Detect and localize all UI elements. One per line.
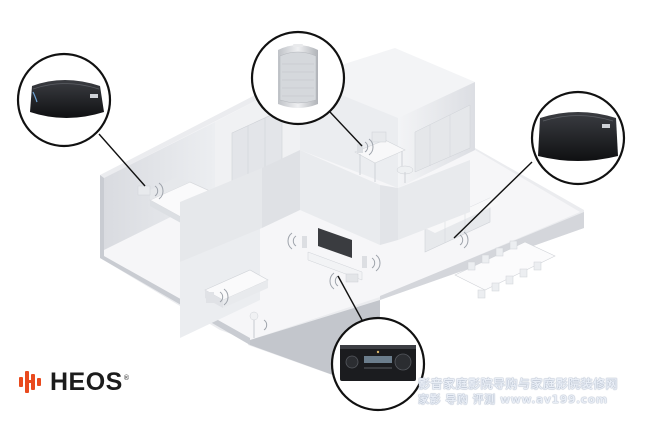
kitchen-dining [424, 197, 556, 299]
callout-heos-5[interactable] [530, 90, 626, 186]
speaker-wide-icon [30, 80, 104, 118]
callout-lines [98, 111, 533, 321]
watermark-line-1: 影音家庭影院导购与家庭影院装修网 [418, 377, 619, 391]
heos-logo-icon [19, 371, 41, 393]
heos-logo: HEOS® [18, 367, 130, 397]
heos-logo-text: HEOS® [50, 367, 130, 396]
receiver-icon [340, 345, 416, 381]
site-watermark: 影音家庭影院导购与家庭影院装修网 家影 导购 评测 www.av199.com [418, 376, 646, 408]
callout-av-receiver[interactable] [330, 316, 426, 412]
callout-heos-3[interactable] [16, 52, 112, 148]
speaker-portable-icon [278, 44, 318, 108]
living-room [300, 150, 398, 283]
speaker-compact-icon [538, 112, 618, 161]
interior-walls [180, 150, 470, 262]
sound-wave-icons [154, 138, 469, 331]
watermark-line-2: 家影 导购 评测 www.av199.com [418, 393, 608, 406]
dining-chairs [467, 240, 542, 299]
trademark-symbol: ® [123, 375, 130, 383]
callout-heos-1[interactable] [250, 30, 346, 126]
